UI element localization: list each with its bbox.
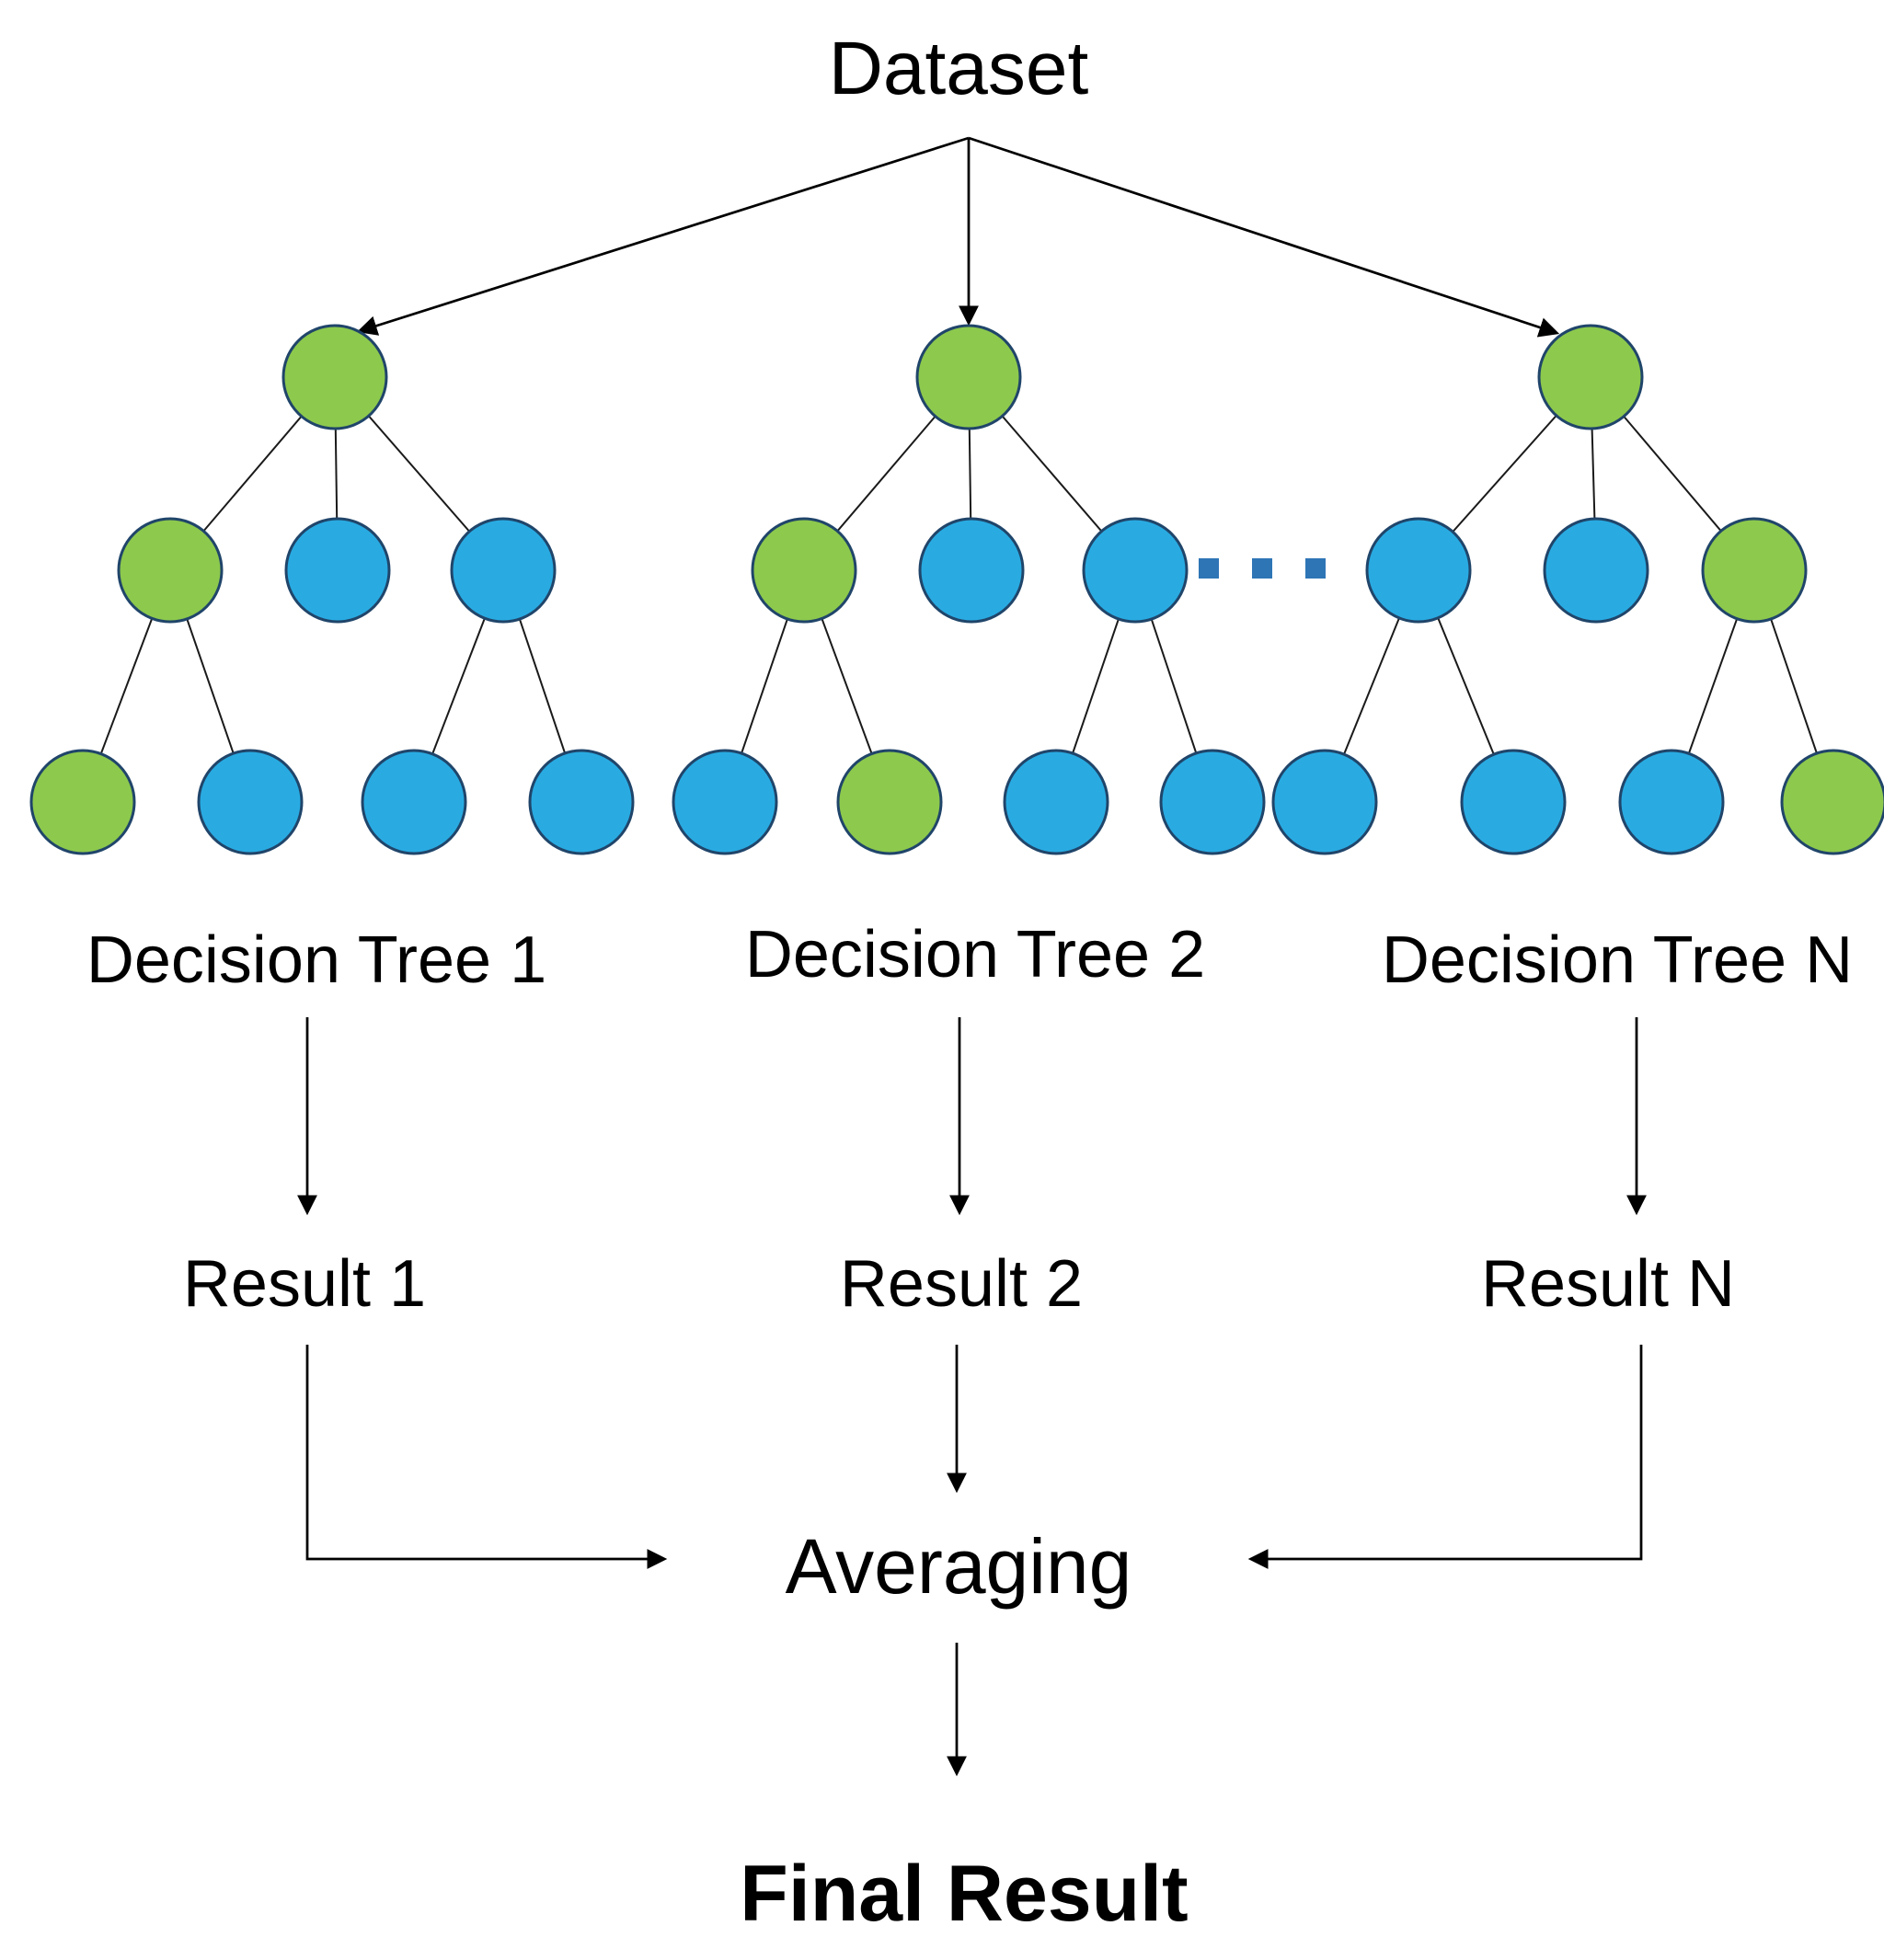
dataset-arrow	[968, 136, 1560, 338]
tree-node-green	[1537, 324, 1644, 430]
tree-node-blue	[197, 749, 304, 855]
tree-node-blue	[1460, 749, 1567, 855]
flow-arrows-layer	[297, 136, 1647, 1777]
tree-node-blue	[1271, 749, 1378, 855]
ellipsis-dot	[1305, 558, 1326, 579]
tree-node-green	[29, 749, 136, 855]
tree-node-blue	[1003, 749, 1109, 855]
decision-tree-1-label: Decision Tree 1	[86, 923, 546, 997]
tree-node-blue	[918, 517, 1025, 624]
decision-tree-n-label: Decision Tree N	[1382, 923, 1853, 997]
dataset-arrow	[356, 136, 970, 336]
tree-node-green	[1701, 517, 1808, 624]
tree-node-blue	[1159, 749, 1266, 855]
tree-node-green	[836, 749, 943, 855]
tree-node-blue	[1082, 517, 1189, 624]
tree-node-green	[1780, 749, 1884, 855]
tree-node-blue	[361, 749, 467, 855]
decision-tree-2-label: Decision Tree 2	[745, 918, 1205, 991]
tree-node-green	[915, 324, 1022, 430]
tree-node-blue	[672, 749, 778, 855]
tree-nodes-layer	[29, 324, 1884, 855]
result-2-label: Result 2	[840, 1247, 1083, 1321]
tree-node-blue	[1365, 517, 1472, 624]
ellipsis-dots	[1199, 558, 1326, 579]
result-n-label: Result N	[1481, 1247, 1735, 1321]
flow-arrow	[1247, 1345, 1643, 1569]
tree-node-blue	[284, 517, 391, 624]
tree-node-blue	[1543, 517, 1649, 624]
tree-node-blue	[528, 749, 635, 855]
tree-node-green	[751, 517, 857, 624]
ellipsis-dot	[1252, 558, 1272, 579]
flow-arrow	[305, 1345, 668, 1569]
ellipsis-dot	[1199, 558, 1219, 579]
averaging-label: Averaging	[786, 1523, 1132, 1610]
tree-node-blue	[1618, 749, 1725, 855]
result-1-label: Result 1	[183, 1247, 426, 1321]
tree-node-blue	[450, 517, 557, 624]
final-result-label: Final Result	[740, 1850, 1188, 1938]
tree-node-green	[117, 517, 224, 624]
tree-node-green	[281, 324, 388, 430]
dataset-label: Dataset	[829, 27, 1089, 110]
